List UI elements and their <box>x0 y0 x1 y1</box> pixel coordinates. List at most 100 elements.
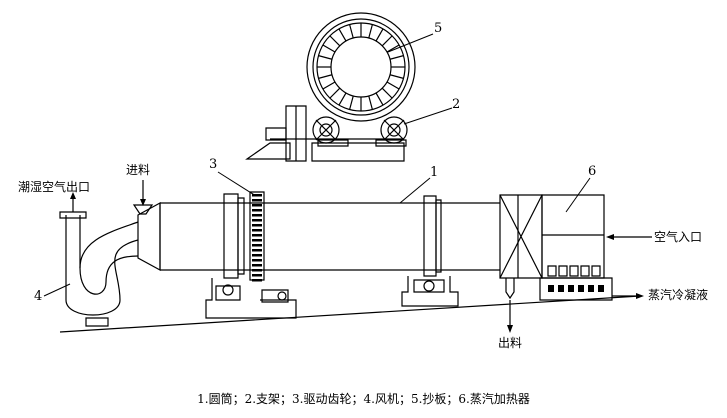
lifting-flight <box>318 56 332 60</box>
gear-tooth <box>252 229 262 232</box>
label-moist-air-outlet: 潮湿空气出口 <box>18 180 91 194</box>
steam-heater <box>500 195 612 300</box>
feed-hood <box>138 203 160 270</box>
gear-tooth <box>252 279 262 282</box>
gear-tooth <box>252 224 262 227</box>
duct-inner <box>80 256 138 294</box>
steam-coil <box>570 266 578 276</box>
lifting-flight <box>323 45 335 52</box>
end-view-support-foot <box>247 143 290 159</box>
end-view-drive-box <box>266 128 286 140</box>
gear-tooth <box>252 274 262 277</box>
label-steam-condensate: 蒸汽冷凝液 <box>648 288 709 302</box>
gear-tooth <box>252 219 262 222</box>
drum-side-view <box>138 192 500 318</box>
lifting-flight <box>382 36 392 46</box>
end-view-inner-ring <box>331 37 391 97</box>
leader-6 <box>566 178 590 212</box>
discharge-pipe <box>506 278 514 298</box>
leader-5 <box>388 34 433 52</box>
lifting-flight <box>382 88 392 98</box>
roller-bracket-right <box>376 140 406 146</box>
lifting-flight <box>387 45 399 52</box>
gear-tooth <box>252 249 262 252</box>
duct-outer <box>66 240 138 315</box>
callout-5: 5 <box>434 21 443 36</box>
end-view-ring-2 <box>313 19 409 115</box>
leader-4 <box>44 284 70 296</box>
lifting-flight <box>330 36 340 46</box>
lifting-flight <box>339 29 346 41</box>
gear-tooth <box>252 209 262 212</box>
callout-2: 2 <box>452 97 461 112</box>
lifting-flight <box>369 96 373 110</box>
lifting-flight <box>387 82 399 89</box>
support-roller-right <box>381 117 407 143</box>
lifting-flight <box>318 75 332 79</box>
gear-tooth <box>252 264 262 267</box>
callout-1: 1 <box>430 165 439 180</box>
gear-tooth <box>252 269 262 272</box>
steam-coil <box>548 266 556 276</box>
air-arrow-head <box>606 234 614 240</box>
steam-coil <box>559 266 567 276</box>
riding-ring-left <box>224 194 238 278</box>
gear-tooth <box>252 259 262 262</box>
fan-base <box>86 318 108 326</box>
roller-bracket-left <box>318 140 348 146</box>
lifting-flight <box>323 82 335 89</box>
lifting-flight <box>369 24 373 38</box>
gear-tooth <box>252 204 262 207</box>
stack-flange <box>60 212 86 218</box>
lifting-flight <box>350 24 354 38</box>
support-roller-left <box>313 117 339 143</box>
riding-ring-right <box>424 196 436 276</box>
leader-lines <box>44 34 590 296</box>
callout-4: 4 <box>34 289 43 304</box>
lifting-flight <box>350 96 354 110</box>
lifting-flight <box>390 56 404 60</box>
label-air-inlet: 空气入口 <box>654 230 703 244</box>
gear-tooth <box>252 239 262 242</box>
duct-bend <box>80 222 138 268</box>
gear-tooth <box>252 244 262 247</box>
lifting-flight <box>339 93 346 105</box>
steam-coil <box>592 266 600 276</box>
lifting-flight <box>390 75 404 79</box>
feed-arrow-head <box>140 199 146 206</box>
gear-tooth <box>252 234 262 237</box>
label-discharge: 出料 <box>498 336 523 350</box>
drum-support-left <box>206 278 296 318</box>
outlet-arrow-head <box>70 192 76 199</box>
end-view-outer-ring <box>307 13 415 121</box>
drum-support-right <box>402 276 458 306</box>
callout-3: 3 <box>209 157 218 172</box>
callout-6: 6 <box>588 164 597 179</box>
figure-caption: 1.圆筒；2.支架；3.驱动齿轮；4.风机；5.抄板；6.蒸汽加热器 <box>197 392 530 406</box>
gear-tooth <box>252 199 262 202</box>
condensate-outlet <box>548 285 554 292</box>
condensate-outlet <box>558 285 564 292</box>
steam-coils <box>548 266 600 276</box>
leader-1 <box>400 178 430 203</box>
condensate-outlet <box>568 285 574 292</box>
steam-coil <box>581 266 589 276</box>
lifting-flight <box>376 29 383 41</box>
ground-line <box>60 296 640 332</box>
heater-cross <box>500 195 542 278</box>
flow-arrows <box>70 180 652 333</box>
condensate-outlet <box>598 285 604 292</box>
leader-3 <box>218 172 256 196</box>
lifting-flight <box>330 88 340 98</box>
leader-2 <box>404 108 452 124</box>
gear-tooth <box>252 214 262 217</box>
feed-hopper <box>134 205 152 214</box>
riding-ring-right-inner <box>436 200 441 272</box>
fan-duct <box>60 205 152 326</box>
gear-teeth <box>252 194 262 282</box>
lifting-flights <box>317 23 405 111</box>
lifting-flight <box>376 93 383 105</box>
gear-tooth <box>252 254 262 257</box>
steam-arrow-head <box>636 293 644 299</box>
